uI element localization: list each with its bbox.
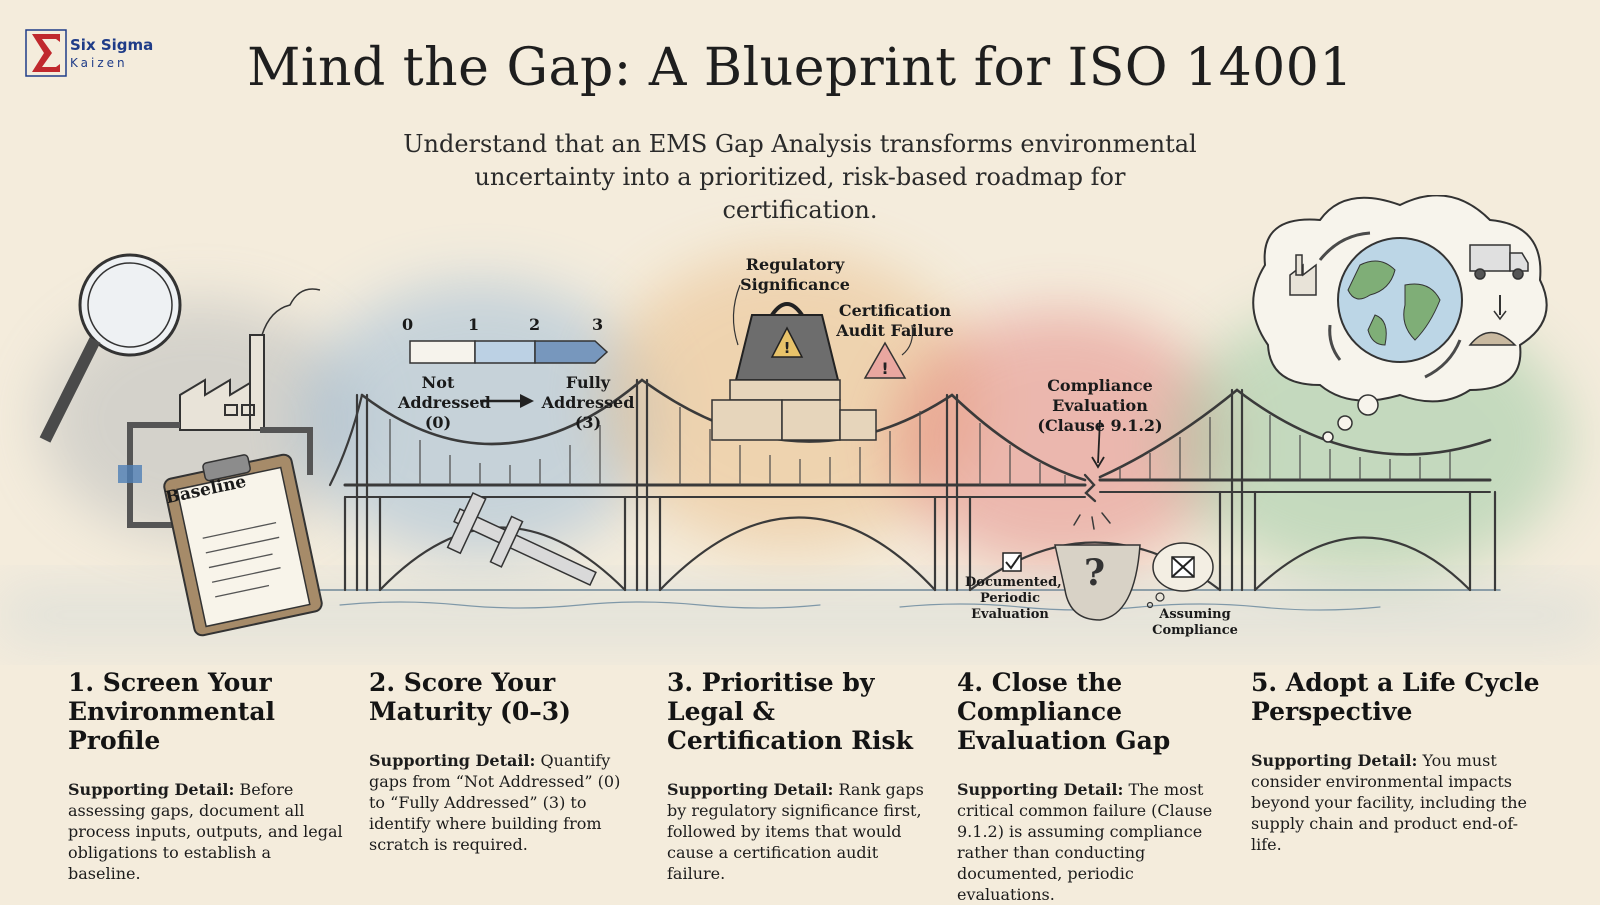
not-addressed-line3: (0)	[424, 413, 452, 432]
step-1-detail-label: Supporting Detail:	[68, 780, 235, 799]
scale-tick-1: 1	[468, 315, 480, 334]
maturity-scale-bar	[409, 340, 609, 364]
arrow-right-icon	[480, 394, 534, 408]
step-4-detail-text: The most critical common failure (Clause…	[957, 780, 1213, 904]
not-addressed-line2: Addressed	[398, 393, 491, 412]
regulatory-line1: Regulatory	[745, 255, 845, 274]
compliance-line2: (Clause 9.1.2)	[1037, 416, 1163, 435]
page-subtitle: Understand that an EMS Gap Analysis tran…	[403, 130, 1197, 224]
step-5-detail-text: You must consider environmental impacts …	[1251, 751, 1528, 854]
stone-blocks	[711, 379, 877, 441]
magnifying-glass-icon	[39, 253, 182, 443]
not-addressed-label: Not Addressed (0)	[398, 373, 491, 433]
documented-line2: Periodic	[979, 591, 1041, 606]
step-1-title: 1. Screen Your Environmental Profile	[68, 668, 276, 755]
step-4-detail: Supporting Detail: The most critical com…	[957, 779, 1232, 905]
logo-text-secondary: Kaizen	[70, 56, 128, 70]
logo-text-primary: Six Sigma	[70, 36, 154, 54]
step-4-title: 4. Close the Compliance Evaluation Gap	[957, 668, 1171, 755]
step-1-detail: Supporting Detail: Before assessing gaps…	[68, 779, 343, 884]
sigma-logo-icon	[25, 29, 67, 77]
bridge-drawing: ! !	[39, 195, 1548, 637]
clipboard-icon	[163, 453, 323, 637]
scale-tick-0: 0	[402, 315, 414, 334]
documented-evaluation-label: Documented, Periodic Evaluation	[965, 575, 1062, 623]
step-5-title: 5. Adopt a Life Cycle Perspective	[1251, 668, 1540, 726]
scale-tick-2: 2	[529, 315, 541, 334]
audit-line2: Audit Failure	[836, 321, 954, 340]
step-4: 4. Close the Compliance Evaluation Gap S…	[957, 668, 1232, 905]
compliance-evaluation-label: Compliance Evaluation (Clause 9.1.2)	[1000, 376, 1200, 436]
fully-addressed-line1: Fully	[565, 373, 611, 392]
waste-pile-icon	[1468, 295, 1517, 346]
step-2-detail-text: Quantify gaps from “Not Addressed” (0) t…	[369, 751, 621, 854]
step-3: 3. Prioritise by Legal & Certification R…	[667, 668, 932, 884]
truck-icon	[1469, 244, 1529, 280]
warning-icon: !	[863, 341, 907, 379]
assuming-line2: Compliance	[1152, 623, 1238, 638]
step-5-detail: Supporting Detail: You must consider env…	[1251, 750, 1541, 855]
documented-line1: Documented,	[965, 575, 1062, 590]
step-2: 2. Score Your Maturity (0–3) Supporting …	[369, 668, 639, 855]
audit-failure-label: Certification Audit Failure	[835, 301, 955, 341]
fully-addressed-line2: Addressed	[541, 393, 635, 412]
step-3-detail-label: Supporting Detail:	[667, 780, 834, 799]
step-3-detail-text: Rank gaps by regulatory significance fir…	[667, 780, 924, 883]
compliance-line1: Compliance Evaluation	[1047, 376, 1153, 415]
step-2-detail: Supporting Detail: Quantify gaps from “N…	[369, 750, 639, 855]
not-addressed-line1: Not	[421, 373, 455, 392]
checkbox-checked-icon	[1002, 552, 1022, 572]
step-3-title: 3. Prioritise by Legal & Certification R…	[667, 668, 913, 755]
svg-text:!: !	[784, 339, 791, 357]
audit-line1: Certification	[838, 301, 952, 320]
caliper-icon	[446, 491, 597, 587]
step-3-detail: Supporting Detail: Rank gaps by regulato…	[667, 779, 932, 884]
regulatory-significance-label: Regulatory Significance	[730, 255, 860, 295]
step-1: 1. Screen Your Environmental Profile Sup…	[68, 668, 343, 884]
step-5-detail-label: Supporting Detail:	[1251, 751, 1418, 770]
step-2-title: 2. Score Your Maturity (0–3)	[369, 668, 571, 726]
scale-tick-3: 3	[592, 315, 604, 334]
factory-small-icon	[1289, 254, 1317, 296]
page-title: Mind the Gap: A Blueprint for ISO 14001	[247, 38, 1353, 98]
globe-icon	[1337, 237, 1463, 363]
assuming-line1: Assuming	[1159, 607, 1231, 622]
step-5: 5. Adopt a Life Cycle Perspective Suppor…	[1251, 668, 1541, 855]
weight-icon: !	[734, 302, 840, 381]
fully-addressed-label: Fully Addressed (3)	[540, 373, 636, 433]
bridge-illustration: ! !	[0, 195, 1600, 655]
step-2-detail-label: Supporting Detail:	[369, 751, 536, 770]
svg-text:!: !	[881, 359, 888, 378]
question-mark-icon: ?	[1084, 552, 1106, 594]
documented-line3: Evaluation	[971, 607, 1049, 622]
thought-bubble-icon	[1146, 542, 1214, 609]
factory-icon	[179, 288, 321, 431]
step-4-detail-label: Supporting Detail:	[957, 780, 1124, 799]
brand-logo: Six Sigma Kaizen	[24, 28, 164, 80]
assuming-compliance-label: Assuming Compliance	[1150, 607, 1240, 639]
step-1-detail-text: Before assessing gaps, document all proc…	[68, 780, 343, 883]
fully-addressed-line3: (3)	[574, 413, 602, 432]
cycle-arrows-icon	[1318, 231, 1462, 379]
regulatory-line2: Significance	[740, 275, 850, 294]
